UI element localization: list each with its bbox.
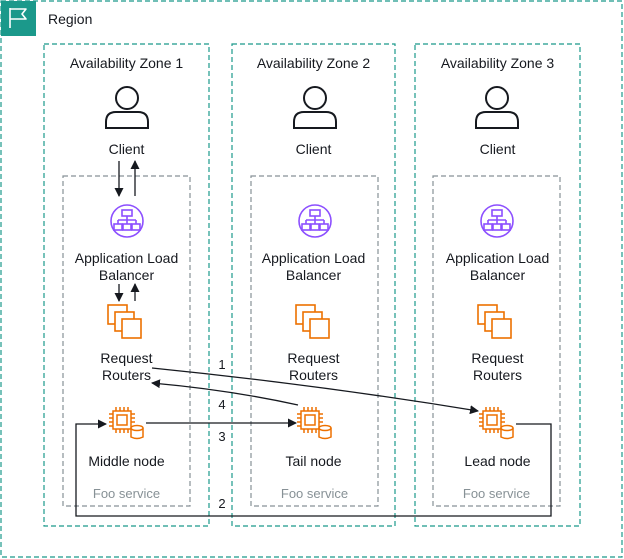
flow-arrow-1 [151, 367, 479, 415]
flow-label-2: 2 [214, 495, 230, 512]
service-label-3: Foo service [462, 486, 531, 501]
user-icon [105, 86, 149, 129]
routers-label-2: Request Routers [287, 350, 340, 383]
instances-icon [477, 304, 512, 339]
flow-arrow-2 [75, 419, 552, 517]
instances-icon [295, 304, 330, 339]
zone-boundary-1 [43, 43, 210, 527]
load-balancer-icon [480, 204, 514, 238]
instances-icon [107, 304, 142, 339]
region-label: Region [48, 11, 93, 27]
ec2-instance-icon [479, 407, 514, 440]
ec2-instance-icon [297, 407, 332, 440]
zone-boundary-2 [231, 43, 396, 527]
zone-title-1: Availability Zone 1 [69, 55, 184, 71]
zone-title-2: Availability Zone 2 [256, 55, 371, 71]
flag-icon [1, 1, 36, 36]
routers-label-3: Request Routers [471, 350, 524, 383]
node-label-3: Lead node [464, 453, 531, 469]
load-balancer-icon [110, 204, 144, 238]
flow-label-4: 4 [214, 396, 230, 413]
alb-label-2: Application Load Balancer [261, 250, 366, 283]
client-label-2: Client [295, 141, 332, 157]
user-icon [475, 86, 519, 129]
client-label-1: Client [108, 141, 145, 157]
flow-label-3: 3 [214, 428, 230, 445]
load-balancer-icon [298, 204, 332, 238]
flow-arrow-4 [151, 379, 299, 406]
alb-label-1: Application Load Balancer [74, 250, 179, 283]
service-boundary-3 [432, 175, 561, 507]
routers-label-1: Request Routers [100, 350, 153, 383]
ec2-instance-icon [109, 407, 144, 440]
alb-label-3: Application Load Balancer [445, 250, 550, 283]
node-label-2: Tail node [285, 453, 342, 469]
service-boundary-2 [250, 175, 379, 507]
service-label-1: Foo service [92, 486, 161, 501]
zone-title-3: Availability Zone 3 [440, 55, 555, 71]
service-boundary-1 [62, 175, 191, 507]
zone-boundary-3 [414, 43, 581, 527]
flow-label-1: 1 [214, 356, 230, 373]
client-label-3: Client [479, 141, 516, 157]
service-label-2: Foo service [280, 486, 349, 501]
user-icon [293, 86, 337, 129]
node-label-1: Middle node [88, 453, 165, 469]
